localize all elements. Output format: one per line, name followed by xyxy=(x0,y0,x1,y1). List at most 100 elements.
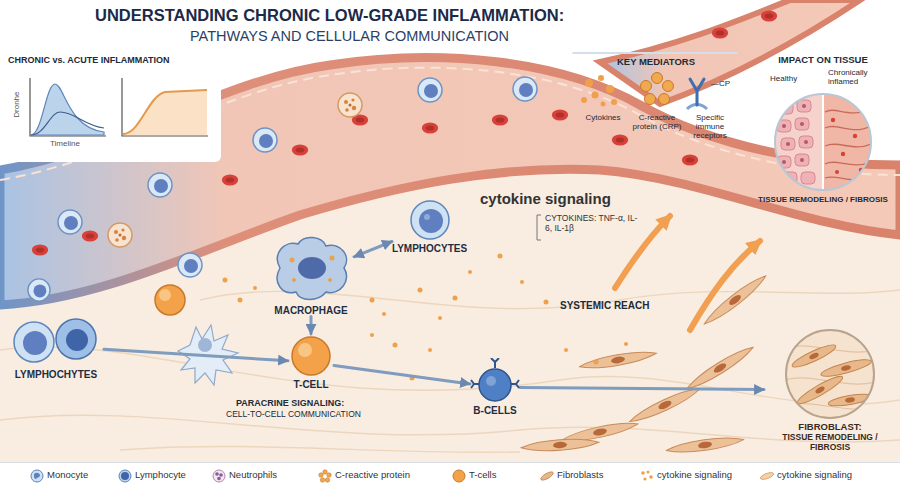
signal-arrow xyxy=(104,349,288,361)
tissue-caption: TISSUE REMODELING / FIBROSIS xyxy=(753,195,893,204)
illustration-part xyxy=(808,352,819,361)
subtitle: PATHWAYS AND CELLULAR COMMUNICATION xyxy=(190,28,509,45)
title: UNDERSTANDING CHRONIC LOW-GRADE INFLAMMA… xyxy=(95,6,564,25)
illustration-part xyxy=(761,10,777,21)
illustration-part xyxy=(831,118,863,174)
illustration-part xyxy=(370,333,374,337)
illustration-part xyxy=(277,237,346,299)
illustration-part xyxy=(814,385,825,394)
cell-icon xyxy=(268,232,354,304)
illustration-part xyxy=(552,109,568,120)
illustration-part xyxy=(393,343,398,348)
fibroblast-magnifier: FIBROBLAST:TISSUE REMODELING / FIBROSIS xyxy=(764,328,896,452)
illustration-part xyxy=(615,216,760,330)
illustration-part xyxy=(773,92,873,192)
illustration-part xyxy=(777,100,815,184)
illustration-part xyxy=(0,462,900,491)
cell-label: T-CELL xyxy=(294,379,329,391)
illustration-part xyxy=(641,73,674,105)
signal-arrow xyxy=(310,317,313,335)
illustration-part xyxy=(3,50,221,162)
illustration-part xyxy=(823,92,873,192)
illustration-part xyxy=(835,170,839,174)
illustration-part xyxy=(592,92,599,99)
macrophage-cell: MACROPHAGE xyxy=(268,232,354,317)
illustration-part xyxy=(31,470,43,482)
tissue-state-label: Healthy xyxy=(770,74,797,83)
illustration-part xyxy=(690,241,760,330)
legend-label: Lymphocyte xyxy=(135,470,186,481)
illustration-part xyxy=(799,136,813,148)
illustration-part xyxy=(424,214,430,220)
cell-note: TISSUE REMODELING / FIBROSIS xyxy=(764,433,896,453)
illustration-part xyxy=(581,75,617,107)
panel-illustration xyxy=(573,69,739,111)
illustration-part xyxy=(802,104,806,108)
illustration-part xyxy=(215,472,219,476)
illustration-part xyxy=(222,174,238,185)
illustration-part xyxy=(479,369,511,401)
illustration-part xyxy=(471,380,479,388)
mediator-label: Cytokines xyxy=(577,113,629,122)
illustration-part xyxy=(178,253,202,277)
illustration-part xyxy=(666,434,745,455)
cell-icon xyxy=(288,334,334,378)
illustration-part xyxy=(319,470,331,482)
illustration-part xyxy=(323,470,327,474)
legend-swatch xyxy=(30,469,44,483)
cell-label: FIBROBLAST: xyxy=(764,422,896,433)
illustration-part xyxy=(825,177,871,180)
illustration-part xyxy=(418,78,442,102)
illustration-part xyxy=(800,122,804,126)
mediator-label: Specific immune receptors xyxy=(683,113,737,141)
fibroblast-illustration xyxy=(784,328,876,420)
illustration-part xyxy=(298,257,326,279)
legend-swatch xyxy=(318,469,332,483)
illustration-part xyxy=(647,471,650,474)
legend-swatch xyxy=(118,469,132,483)
legend-label: Neutrophils xyxy=(229,470,277,481)
legend-swatch xyxy=(212,469,226,483)
legend-swatch xyxy=(760,469,774,483)
axis-label: Dronhe xyxy=(12,91,21,117)
illustration-part xyxy=(0,347,900,404)
paracrine-note: CELL-TO-CELL COMMUNICATION xyxy=(226,410,361,420)
cell-label: B-CELLS xyxy=(473,405,516,417)
illustration-part xyxy=(579,348,658,372)
mediator-label: C-reactive protein (CRP) xyxy=(629,113,685,131)
illustration-part xyxy=(121,472,129,480)
cell-icon xyxy=(8,312,104,368)
illustration-part xyxy=(801,172,815,184)
signal-arrow xyxy=(520,388,764,390)
legend-label: C-reactive protein xyxy=(335,470,410,481)
illustration-part xyxy=(804,140,808,144)
illustration-part xyxy=(641,81,652,92)
illustration-part xyxy=(544,300,549,305)
illustration-part xyxy=(537,215,541,240)
illustration-part xyxy=(786,142,790,146)
illustration-part xyxy=(682,154,698,165)
signal-arrow xyxy=(354,242,392,257)
illustration-part xyxy=(66,329,88,351)
illustration-part xyxy=(217,477,221,481)
illustration-part xyxy=(645,94,656,105)
illustration-part xyxy=(564,348,568,352)
cell-label: MACROPHAGE xyxy=(274,305,347,317)
signal-arrow xyxy=(334,365,470,384)
illustration-part xyxy=(122,78,208,136)
illustration-part xyxy=(795,118,809,130)
illustration-part xyxy=(486,376,496,386)
illustration-part xyxy=(649,475,653,479)
illustration-part xyxy=(14,322,54,362)
illustration-part xyxy=(330,256,335,261)
illustration-part xyxy=(82,230,98,241)
illustration-part xyxy=(213,470,225,482)
illustration-part xyxy=(453,296,458,301)
illustration-part xyxy=(782,124,786,128)
systemic-label: SYSTEMIC REACH xyxy=(560,300,649,312)
key-mediators-panel: KEY MEDIATORSCytokinesC-reactive protein… xyxy=(572,52,738,54)
lymphocyte-cluster: LYMPHOCHYTES xyxy=(8,312,104,381)
illustration-part xyxy=(808,352,855,404)
illustration-part xyxy=(825,126,871,130)
